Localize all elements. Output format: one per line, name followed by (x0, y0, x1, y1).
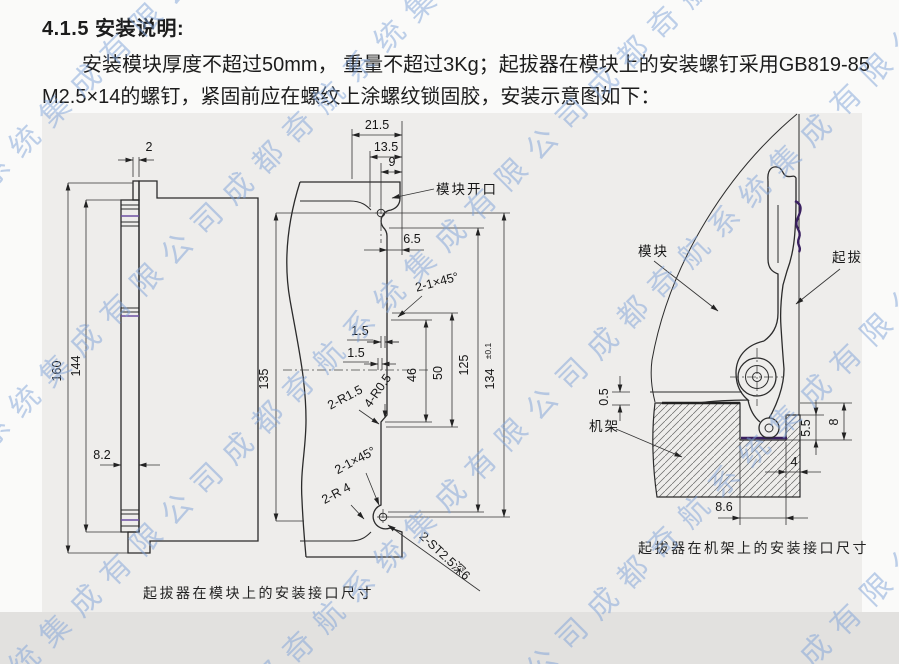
instruction-text-block: 4.1.5 安装说明: 安装模块厚度不超过50mm， 重量不超过3Kg；起拔器在… (42, 12, 877, 113)
extractor-label: 起拔器 (832, 250, 862, 265)
dim-4: 4 (791, 455, 798, 469)
dim-8: 8 (827, 418, 841, 425)
dim-1-5b: 1.5 (347, 346, 364, 360)
dim-5-5: 5.5 (799, 419, 813, 436)
dim-50: 50 (431, 366, 445, 380)
dim-2: 2 (146, 140, 153, 154)
dim-thread: 2-ST2.5深6 (417, 529, 473, 583)
technical-drawings: 160 144 8.2 2 (50, 113, 862, 592)
body-text-line1: 安装模块厚度不超过50mm， 重量不超过3Kg；起拔器在模块上的安装螺钉采用GB… (82, 54, 870, 76)
dim-2-r4: 2-R 4 (319, 480, 353, 507)
dim-8-6: 8.6 (715, 500, 732, 514)
dim-144: 144 (69, 356, 83, 377)
module-label: 模块 (638, 244, 669, 259)
dim-46: 46 (405, 368, 419, 382)
dim-13-5: 13.5 (374, 140, 398, 154)
left-side-view: 160 144 8.2 2 (50, 140, 259, 554)
drawing-panel: 160 144 8.2 2 (42, 113, 867, 612)
dim-134-tolerance: ±0.1 (483, 342, 493, 359)
dim-21-5: 21.5 (365, 118, 389, 132)
module-opening-label: 模块开口 (436, 182, 498, 197)
rack-assembly-view: 模块 起拔器 机架 0.5 5.5 8 (589, 113, 862, 525)
dim-0-5: 0.5 (597, 388, 611, 405)
dim-9: 9 (389, 155, 396, 169)
rack-view-caption: 起拔器在机架上的安装接口尺寸 (638, 540, 869, 556)
dim-160: 160 (50, 361, 64, 382)
dim-chamfer-bottom: 2-1×45° (332, 444, 378, 477)
dim-135: 135 (257, 369, 271, 390)
module-profile-view: 21.5 13.5 9 模块开口 6.5 2-1×45° 1.5 (257, 118, 510, 592)
dim-4-r0-5: 4-R0.5 (361, 371, 394, 410)
body-text-line2: M2.5×14的螺钉，紧固前应在螺纹上涂螺纹锁固胶，安装示意图如下： (42, 86, 661, 108)
dim-chamfer-top: 2-1×45° (414, 270, 460, 295)
section-heading: 4.1.5 安装说明: (42, 18, 185, 40)
dim-134: 134 (483, 369, 497, 390)
page-bottom-strip (0, 612, 899, 664)
module-view-caption: 起拔器在模块上的安装接口尺寸 (143, 585, 374, 601)
rack-label: 机架 (589, 419, 620, 434)
dim-6-5: 6.5 (403, 232, 420, 246)
dim-125: 125 (457, 355, 471, 376)
dim-1-5a: 1.5 (351, 324, 368, 338)
dim-2-r1-5: 2-R1.5 (325, 382, 365, 412)
dim-8-2: 8.2 (93, 448, 110, 462)
